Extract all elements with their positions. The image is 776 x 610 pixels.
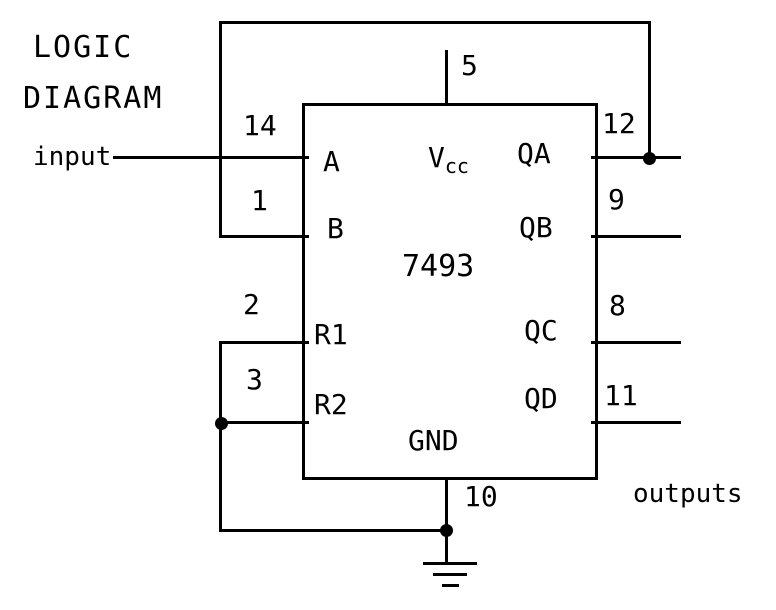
input-label: input [33,142,112,172]
title-diagram: DIAGRAM [23,81,164,116]
wire-pin-r1 [219,341,309,344]
pin-label-qc: QC [524,314,558,347]
wire-pin-r2 [219,421,309,424]
wire-input-a [113,156,309,159]
chip-7493-body [302,103,598,480]
pin-number-b: 1 [251,184,268,217]
pin-number-a: 14 [243,109,277,142]
vcc-label: V cc [428,112,469,208]
ground-bar-bottom [442,584,459,587]
pin-number-r2: 3 [246,363,263,396]
wire-reset-to-ground [219,529,449,532]
pin-number-r1: 2 [243,288,260,321]
title-logic: LOGIC [33,30,134,65]
pin-label-b: B [327,212,344,245]
wire-feedback-top [219,21,651,24]
junction-dot-r2 [215,417,228,430]
wire-pin-qb [591,235,681,238]
pin-number-qb: 9 [608,183,625,216]
pin-label-qa: QA [517,137,551,170]
wire-pin-qd [591,421,681,424]
outputs-label: outputs [633,479,743,509]
pin-number-qa: 12 [602,107,636,140]
wire-feedback-right [648,21,651,159]
ground-bar-middle [433,573,467,576]
wire-vcc-stub [445,50,448,106]
pin-number-gnd: 10 [464,480,498,513]
wire-pin-qc [591,341,681,344]
pin-label-r1: R1 [314,318,348,351]
vcc-label-sub: cc [444,154,469,178]
wire-pin-b [219,235,309,238]
ground-bar-top [423,562,477,565]
pin-label-qd: QD [524,382,558,415]
pin-number-qc: 8 [609,289,626,322]
pin-label-r2: R2 [314,388,348,421]
vcc-label-main: V [428,141,445,174]
chip-name: 7493 [402,249,475,284]
pin-number-qd: 11 [604,379,638,412]
gnd-label: GND [408,424,459,457]
wire-reset-vertical [219,341,222,532]
wire-pin-qa [591,156,681,159]
pin-label-qb: QB [519,211,553,244]
pin-label-a: A [323,145,340,178]
wire-gnd-stub [445,477,448,565]
junction-dot-gnd [440,524,453,537]
wire-feedback-left [219,21,222,238]
pin-number-vcc: 5 [461,49,478,82]
junction-dot-qa-feedback [643,152,656,165]
